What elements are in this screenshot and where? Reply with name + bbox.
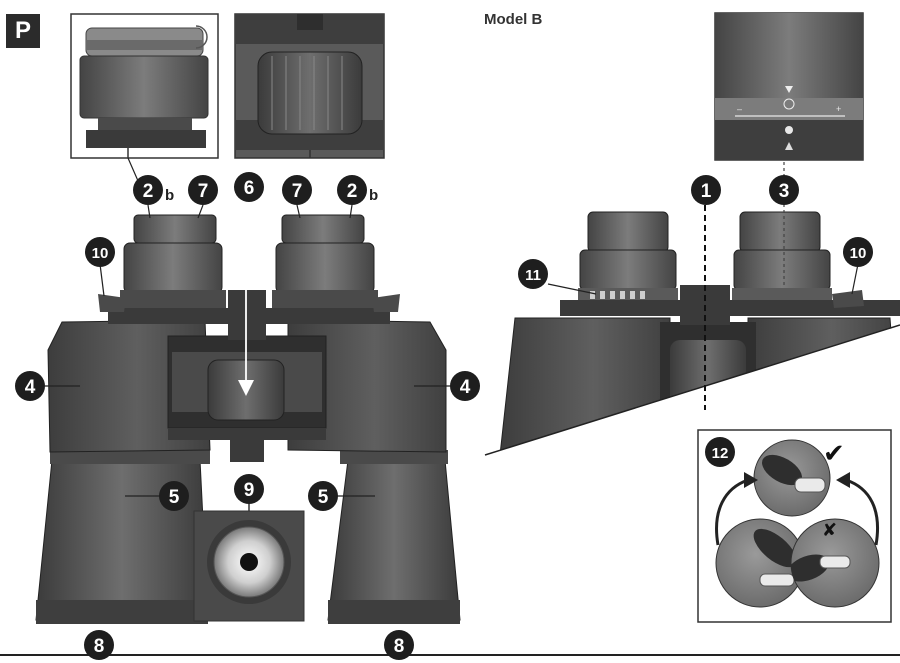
model-title: Model B	[484, 11, 543, 28]
svg-text:10: 10	[850, 245, 867, 262]
svg-text:–: –	[737, 104, 742, 114]
binocular-front-view	[35, 170, 461, 624]
svg-text:4: 4	[25, 377, 36, 398]
callout-12: 12	[705, 437, 735, 467]
check-mark: ✔	[823, 438, 845, 468]
svg-text:+: +	[836, 104, 841, 114]
callout-10-right: 10	[843, 237, 873, 267]
callout-9: 9	[234, 474, 264, 504]
callout-7-right: 7	[282, 175, 312, 205]
svg-text:12: 12	[712, 445, 729, 462]
callout-10-left: 10	[85, 237, 115, 267]
cross-mark: ✘	[822, 520, 837, 540]
svg-text:2: 2	[143, 181, 154, 202]
svg-text:4: 4	[460, 377, 471, 398]
svg-text:2: 2	[347, 181, 358, 202]
svg-text:b: b	[369, 187, 378, 204]
svg-text:3: 3	[779, 181, 790, 202]
callout-5-left: 5	[159, 481, 189, 511]
callout-11: 11	[518, 259, 548, 289]
callout-2-left: 2 b	[133, 175, 174, 205]
svg-text:5: 5	[169, 487, 180, 508]
inset-eyepiece	[70, 13, 219, 159]
callout-8-left: 8	[84, 630, 114, 660]
svg-text:1: 1	[701, 181, 712, 202]
inset-focus-wheel	[234, 13, 385, 159]
inset-focus-finger: ✔ ✘	[697, 429, 892, 623]
svg-text:10: 10	[92, 245, 109, 262]
svg-text:6: 6	[244, 178, 255, 199]
svg-text:8: 8	[94, 636, 105, 657]
inset-lens	[193, 500, 305, 622]
inset-diopter: – +	[714, 12, 864, 161]
svg-text:9: 9	[244, 480, 255, 501]
svg-text:b: b	[165, 187, 174, 204]
callout-2-right: 2 b	[337, 175, 378, 205]
binocular-side-view	[484, 162, 900, 456]
callout-4-left: 4	[15, 371, 45, 401]
callout-4-right: 4	[450, 371, 480, 401]
svg-text:5: 5	[318, 487, 329, 508]
callout-7-left: 7	[188, 175, 218, 205]
callout-8-right: 8	[384, 630, 414, 660]
leader-lines	[45, 157, 859, 497]
svg-text:7: 7	[198, 181, 209, 202]
page-badge: P	[6, 14, 40, 48]
svg-text:11: 11	[525, 267, 541, 284]
callout-3: 3	[769, 175, 799, 205]
callout-5-right: 5	[308, 481, 338, 511]
callout-6: 6	[234, 172, 264, 202]
callout-1: 1	[691, 175, 721, 205]
svg-text:8: 8	[394, 636, 405, 657]
svg-text:7: 7	[292, 181, 303, 202]
